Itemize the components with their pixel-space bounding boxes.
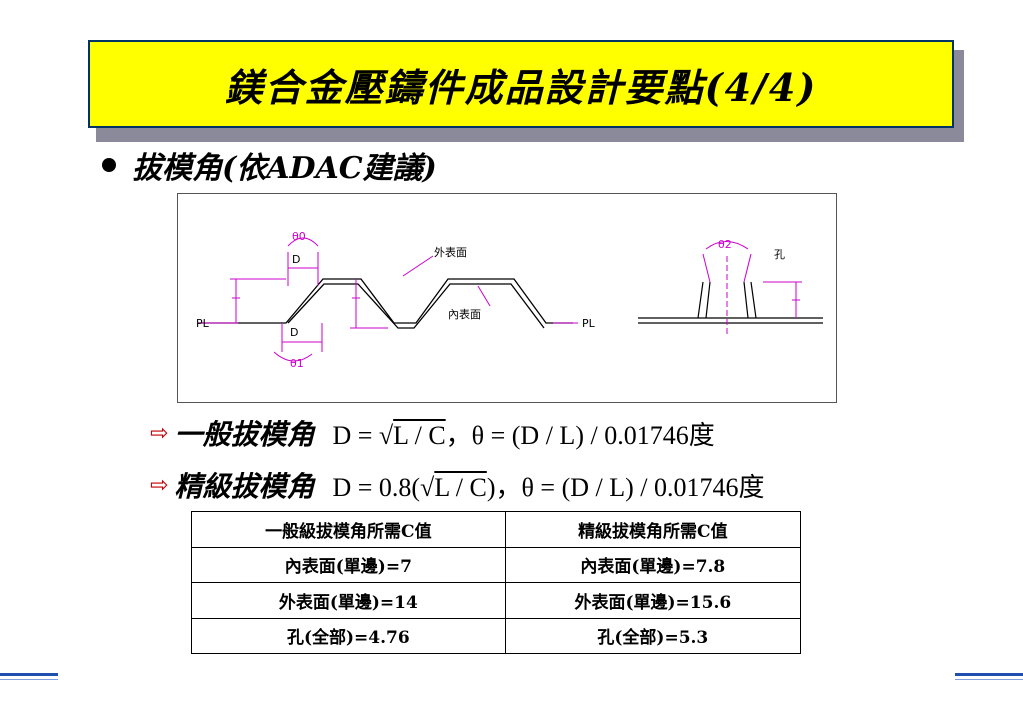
table-cell: 內表面(單邊)=7 — [191, 546, 506, 583]
inner-surface-leader — [477, 285, 491, 307]
formula-expr-general-a: D = √ — [332, 420, 394, 450]
arrow-right-icon: ⇨ — [150, 472, 169, 498]
diagram-svg: PL PL D θ0 D θ1 外表面 — [196, 230, 823, 370]
bullet-text: 拔模角(依ADAC建議) — [132, 151, 437, 186]
l-dimension-left — [230, 278, 388, 329]
title-banner: 鎂合金壓鑄件成品設計要點(4/4) — [88, 40, 954, 128]
d-dimension-top — [287, 237, 319, 286]
page-title: 鎂合金壓鑄件成品設計要點(4/4) — [224, 64, 818, 110]
hole-dimensions — [702, 241, 802, 334]
bullet-dot-icon — [102, 158, 116, 172]
table-cell: 內表面(單邊)=7.8 — [504, 546, 802, 583]
table-header-row: 一般級拔模角所需C值 精級拔模角所需C值 — [191, 511, 802, 548]
formula-expr-general-c: ，θ = (D / L) / 0.01746度 — [445, 420, 715, 450]
outer-surface-label: 外表面 — [434, 245, 467, 259]
c-value-table-grid: 一般級拔模角所需C值 精級拔模角所需C值 內表面(單邊)=7 內表面(單邊)=7… — [191, 511, 802, 654]
inner-surface-label: 內表面 — [448, 307, 481, 321]
formula-label-precision: 精級拔模角 — [174, 470, 315, 503]
table-row: 外表面(單邊)=14 外表面(單邊)=15.6 — [191, 582, 802, 619]
footer-line-left — [0, 673, 58, 680]
hole-label: 孔 — [774, 248, 785, 261]
pl-label-left: PL — [196, 317, 210, 330]
theta0-label: θ0 — [292, 230, 306, 243]
pl-label-right: PL — [582, 317, 596, 330]
d-dimension-bottom — [273, 323, 323, 362]
formula-row-precision: ⇨ 精級拔模角 D = 0.8(√L / C)，θ = (D / L) / 0.… — [150, 465, 765, 505]
formula-expr-precision-a: D = 0.8(√ — [332, 472, 435, 502]
formula-expr-precision: D = 0.8(√L / C)，θ = (D / L) / 0.01746度 — [332, 467, 764, 504]
arrow-right-icon: ⇨ — [150, 420, 169, 446]
formula-expr-general: D = √L / C，θ = (D / L) / 0.01746度 — [332, 415, 714, 452]
formula-expr-precision-c: )，θ = (D / L) / 0.01746度 — [486, 472, 765, 502]
outer-surface-leader — [402, 255, 434, 277]
profile-shape — [198, 278, 573, 329]
theta2-label: θ2 — [718, 238, 732, 251]
table-row: 內表面(單邊)=7 內表面(單邊)=7.8 — [191, 546, 802, 583]
table-header-cell: 精級拔模角所需C值 — [504, 511, 802, 548]
bullet-heading: 拔模角(依ADAC建議) — [102, 143, 437, 187]
d-label-top: D — [292, 253, 300, 266]
formula-label-general: 一般拔模角 — [174, 418, 315, 451]
formula-expr-general-b: L / C — [393, 420, 446, 450]
table-row: 孔(全部)=4.76 孔(全部)=5.3 — [191, 617, 802, 654]
d-label-bottom: D — [290, 326, 298, 339]
formula-expr-precision-b: L / C — [434, 472, 487, 502]
footer-line-right — [955, 673, 1023, 680]
table-cell: 孔(全部)=5.3 — [504, 617, 802, 654]
formula-row-general: ⇨ 一般拔模角 D = √L / C，θ = (D / L) / 0.01746… — [150, 413, 715, 453]
table-header-cell: 一般級拔模角所需C值 — [191, 511, 506, 548]
table-cell: 孔(全部)=4.76 — [191, 617, 506, 654]
table-cell: 外表面(單邊)=15.6 — [504, 582, 802, 619]
c-value-table: 一般級拔模角所需C值 精級拔模角所需C值 內表面(單邊)=7 內表面(單邊)=7… — [191, 511, 802, 654]
hole-shape — [638, 281, 823, 324]
table-cell: 外表面(單邊)=14 — [191, 582, 506, 619]
theta1-label: θ1 — [290, 357, 304, 370]
draft-angle-diagram: PL PL D θ0 D θ1 外表面 — [177, 193, 837, 403]
